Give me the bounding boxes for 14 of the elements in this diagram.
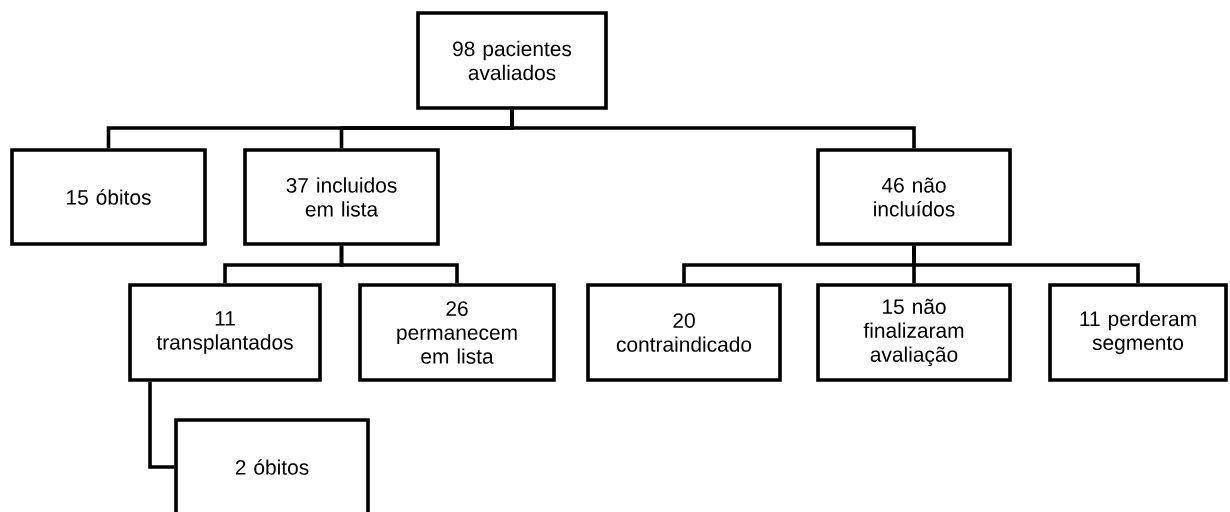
process-box: 98 pacientes avaliados — [416, 11, 608, 110]
process-box: 2 óbitos — [174, 418, 370, 512]
connector-line — [510, 109, 916, 149]
connector-line — [339, 245, 459, 284]
connector-line — [912, 245, 1140, 284]
process-box: 11 transplantados — [128, 283, 322, 382]
connector-line — [148, 381, 175, 469]
process-box: 15 não finalizaram avaliação — [816, 283, 1012, 382]
process-box: 20 contraindicado — [586, 283, 782, 382]
process-box: 11 perderam segmento — [1048, 283, 1228, 382]
process-box: 15 óbitos — [10, 148, 207, 246]
process-box: 26 permanecem em lista — [358, 283, 556, 382]
process-box: 37 incluidos em lista — [243, 148, 440, 246]
process-box: 46 não incluídos — [816, 148, 1012, 246]
